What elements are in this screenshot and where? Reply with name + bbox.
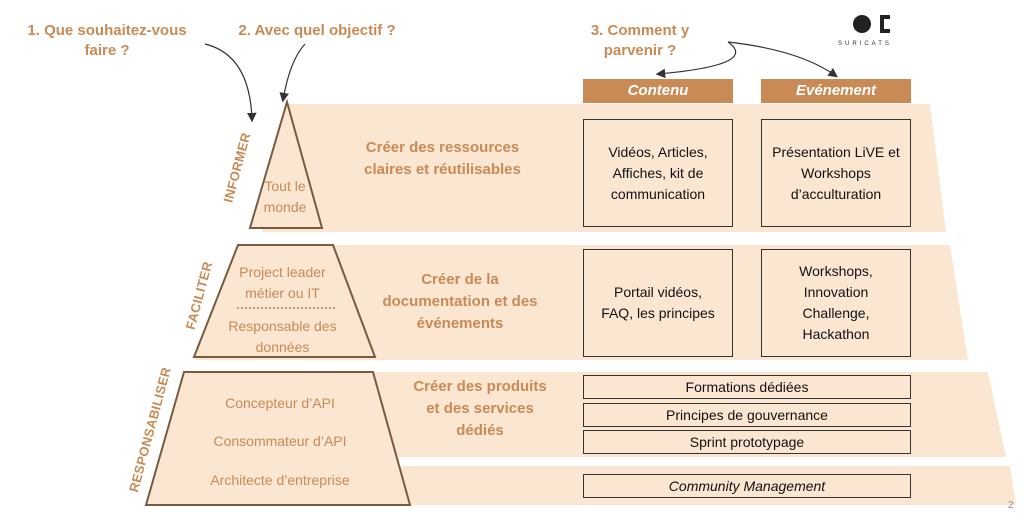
pyramid-top	[248, 98, 324, 229]
arrow-q3-contenu	[655, 41, 737, 79]
row-formations: Formations dédiées	[583, 375, 911, 399]
row-principes: Principes de gouvernance	[583, 403, 911, 427]
who-responsabiliser-3: Architecte d’entreprise	[210, 472, 350, 488]
contenu-informer: Vidéos, Articles, Affiches, kit de commu…	[583, 119, 733, 227]
band-informer	[262, 104, 946, 232]
objective-responsabiliser: Créer des produits et des services dédié…	[413, 378, 547, 439]
row-sprint: Sprint prototypage	[583, 430, 911, 454]
header-evenement: Evénement	[761, 79, 911, 103]
contenu-faciliter: Portail vidéos, FAQ, les principes	[583, 249, 733, 357]
page-number: 2	[1008, 500, 1014, 511]
logo-bracket	[880, 15, 890, 33]
header-contenu: Contenu	[583, 79, 733, 103]
pyramid-mid	[192, 244, 377, 358]
objective-faciliter: Créer de la documentation et des événeme…	[382, 271, 538, 332]
question-3: 3. Comment y parvenir ?	[590, 22, 690, 59]
question-2: 2. Avec quel objectif ?	[238, 22, 396, 39]
who-informer: Tout le monde	[263, 178, 307, 215]
row-community: Community Management	[583, 474, 911, 498]
logo-circle	[853, 15, 871, 33]
arrow-q3-evenement	[727, 41, 838, 78]
logo-text: SURICATS	[838, 41, 892, 47]
who-responsabiliser-1: Concepteur d’API	[225, 395, 335, 411]
evenement-informer: Présentation LiVE et Workshops d’accultu…	[761, 119, 911, 227]
who-faciliter-1: Project leader métier ou IT	[239, 264, 326, 301]
objective-informer: Créer des ressources claires et réutilis…	[364, 139, 521, 178]
pyramid-base	[144, 371, 412, 506]
arrow-q2	[279, 43, 306, 103]
arrow-q1	[204, 43, 257, 123]
band-faciliter	[195, 245, 968, 360]
question-1: 1. Que souhaitez-vous faire ?	[27, 22, 187, 59]
who-responsabiliser-2: Consommateur d’API	[213, 433, 347, 449]
evenement-faciliter: Workshops, Innovation Challenge, Hackath…	[761, 249, 911, 357]
who-faciliter-2: Responsable des données	[228, 318, 337, 355]
